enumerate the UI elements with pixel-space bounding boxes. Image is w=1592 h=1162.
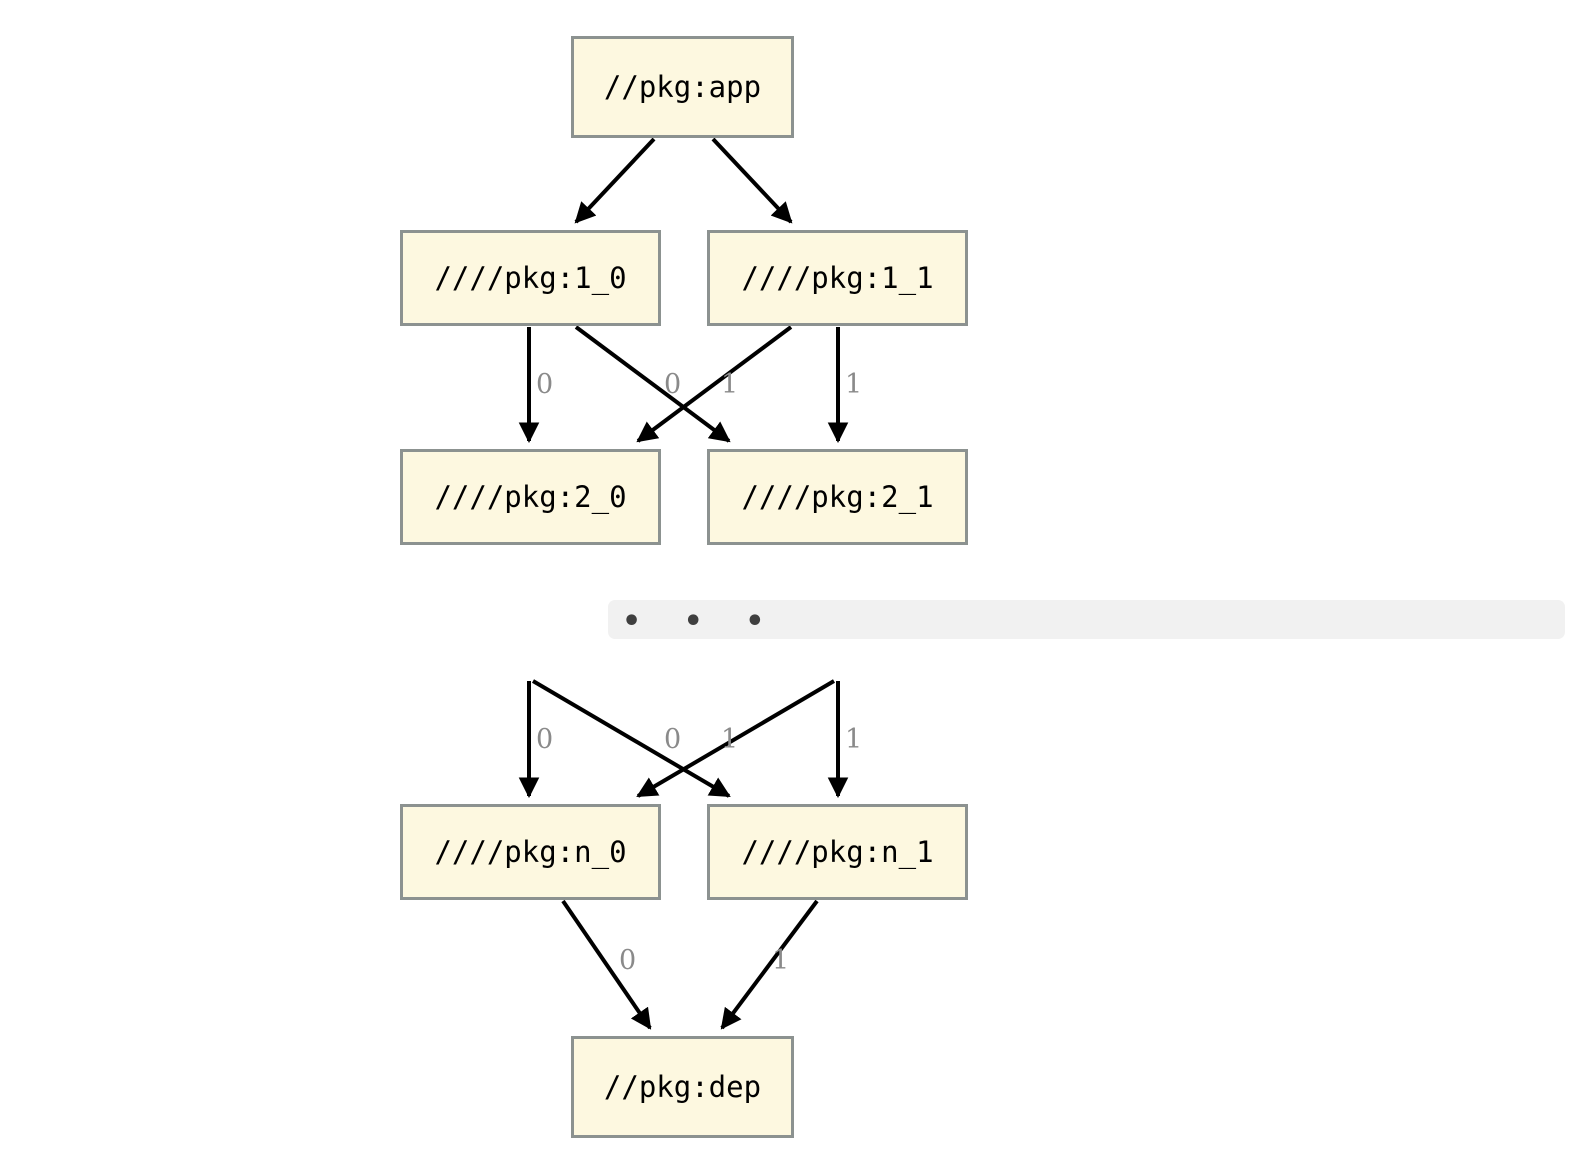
elision-band: • • •	[608, 600, 1565, 639]
edge-label: 0	[536, 724, 554, 755]
edge-label: 0	[619, 945, 637, 976]
graph-node-label: ////pkg:1_1	[741, 261, 934, 295]
graph-node-n2_1[interactable]: ////pkg:2_1	[707, 449, 968, 545]
edge-label: 1	[721, 724, 739, 755]
graph-node-label: ////pkg:1_0	[434, 261, 627, 295]
graph-node-nn_0[interactable]: ////pkg:n_0	[400, 804, 661, 900]
graph-node-app[interactable]: //pkg:app	[571, 36, 794, 138]
graph-node-label: ////pkg:n_0	[434, 835, 627, 869]
graph-edge	[711, 137, 793, 224]
edge-label: 1	[721, 369, 739, 400]
graph-edge	[574, 137, 656, 224]
graph-edge	[720, 899, 819, 1030]
graph-node-n1_0[interactable]: ////pkg:1_0	[400, 230, 661, 326]
graph-node-label: ////pkg:2_0	[434, 480, 627, 514]
edge-label: 1	[845, 724, 863, 755]
graph-edge	[636, 325, 793, 443]
graph-node-n2_0[interactable]: ////pkg:2_0	[400, 449, 661, 545]
edge-label: 1	[845, 369, 863, 400]
graph-node-label: ////pkg:2_1	[741, 480, 934, 514]
graph-node-label: ////pkg:n_1	[741, 835, 934, 869]
graph-edge	[574, 325, 731, 443]
graph-edge	[636, 679, 836, 798]
graph-node-nn_1[interactable]: ////pkg:n_1	[707, 804, 968, 900]
edge-label: 0	[536, 369, 554, 400]
edge-label: 1	[772, 945, 790, 976]
graph-node-dep[interactable]: //pkg:dep	[571, 1036, 794, 1138]
graph-edge	[561, 899, 652, 1030]
graph-node-label: //pkg:dep	[603, 1070, 762, 1104]
graph-node-n1_1[interactable]: ////pkg:1_1	[707, 230, 968, 326]
graph-edge	[531, 679, 731, 798]
ellipsis-dots: • • •	[622, 604, 781, 639]
edge-label: 0	[664, 724, 682, 755]
edge-lines	[518, 137, 849, 1030]
edge-label: 0	[664, 369, 682, 400]
graph-node-label: //pkg:app	[603, 70, 762, 104]
